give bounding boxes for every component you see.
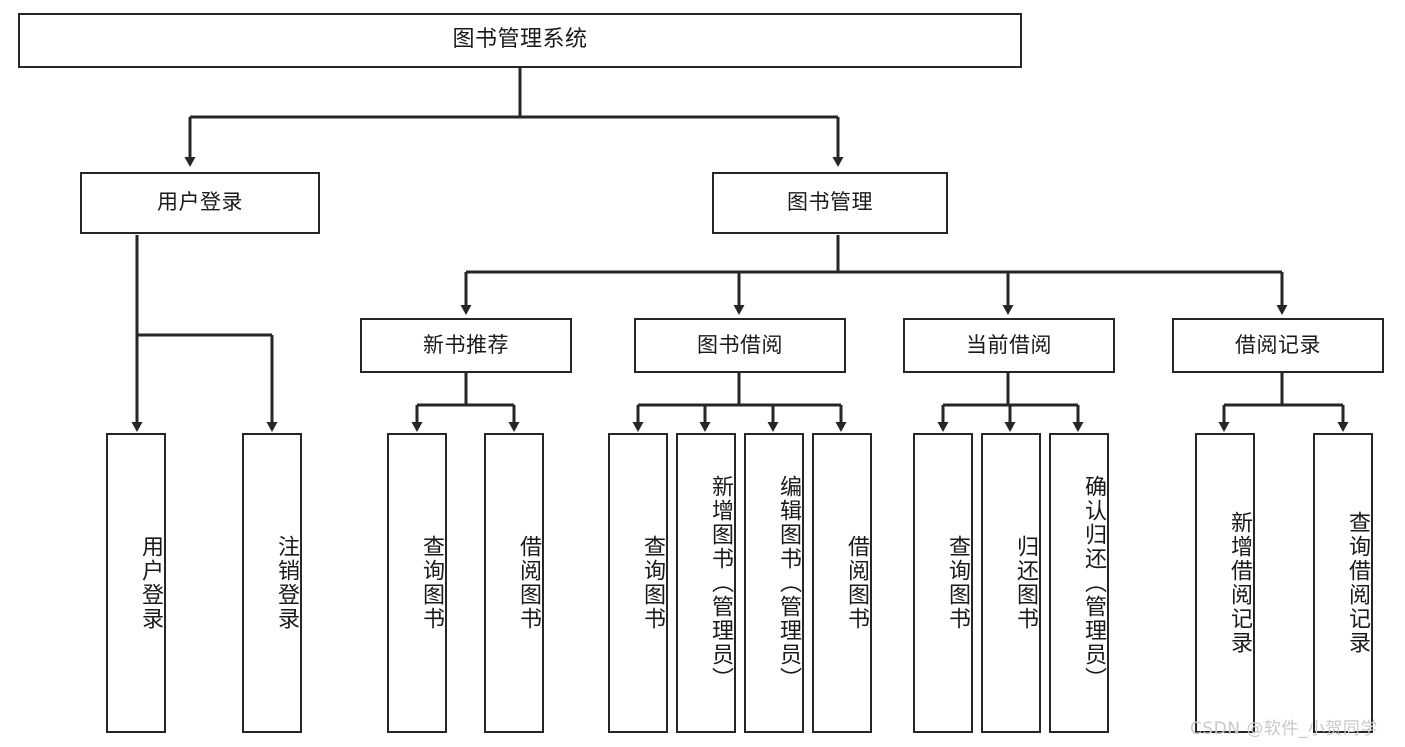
node-label: 新书推荐 <box>423 332 509 357</box>
node-label: 用户登录 <box>157 190 243 215</box>
node-label: 借阅图书 <box>844 535 869 631</box>
leaf-borrow-book[interactable]: 借阅图书 <box>812 433 872 733</box>
leaf-return-book[interactable]: 归还图书 <box>981 433 1041 733</box>
leaf-query-book-recommend[interactable]: 查询图书 <box>387 433 447 733</box>
node-label: 查询图书 <box>419 535 444 631</box>
node-label: 编辑图书（管理员） <box>776 475 801 691</box>
node-label: 新增图书（管理员） <box>708 475 733 691</box>
csdn-watermark: CSDN @软件_小贺同学 <box>1190 719 1378 739</box>
node-root-system[interactable]: 图书管理系统 <box>18 13 1022 68</box>
leaf-query-book-current[interactable]: 查询图书 <box>913 433 973 733</box>
node-label: 查询图书 <box>945 535 970 631</box>
leaf-edit-book-admin[interactable]: 编辑图书（管理员） <box>744 433 804 733</box>
node-label: 注销登录 <box>274 535 299 631</box>
node-label: 图书管理 <box>787 190 873 215</box>
node-label: 借阅记录 <box>1235 332 1321 357</box>
leaf-query-book-borrow[interactable]: 查询图书 <box>608 433 668 733</box>
node-label: 用户登录 <box>138 535 163 631</box>
leaf-add-book-admin[interactable]: 新增图书（管理员） <box>676 433 736 733</box>
node-label: 当前借阅 <box>966 332 1052 357</box>
node-book-borrow[interactable]: 图书借阅 <box>634 318 846 373</box>
node-user-login[interactable]: 用户登录 <box>80 172 320 234</box>
leaf-borrow-book-recommend[interactable]: 借阅图书 <box>484 433 544 733</box>
node-label: 查询图书 <box>640 535 665 631</box>
node-label: 图书管理系统 <box>452 27 588 53</box>
node-book-management[interactable]: 图书管理 <box>712 172 948 234</box>
node-borrow-record[interactable]: 借阅记录 <box>1172 318 1384 373</box>
node-label: 借阅图书 <box>516 535 541 631</box>
leaf-add-borrow-record[interactable]: 新增借阅记录 <box>1195 433 1255 733</box>
node-label: 确认归还（管理员） <box>1081 475 1106 691</box>
node-current-borrow[interactable]: 当前借阅 <box>903 318 1115 373</box>
node-label: 图书借阅 <box>697 332 783 357</box>
leaf-query-borrow-record[interactable]: 查询借阅记录 <box>1313 433 1373 733</box>
node-new-book-recommend[interactable]: 新书推荐 <box>360 318 572 373</box>
node-label: 查询借阅记录 <box>1345 511 1370 655</box>
node-label: 归还图书 <box>1013 535 1038 631</box>
leaf-user-login[interactable]: 用户登录 <box>106 433 166 733</box>
node-label: 新增借阅记录 <box>1227 511 1252 655</box>
leaf-confirm-return-admin[interactable]: 确认归还（管理员） <box>1049 433 1109 733</box>
leaf-logout-login[interactable]: 注销登录 <box>242 433 302 733</box>
